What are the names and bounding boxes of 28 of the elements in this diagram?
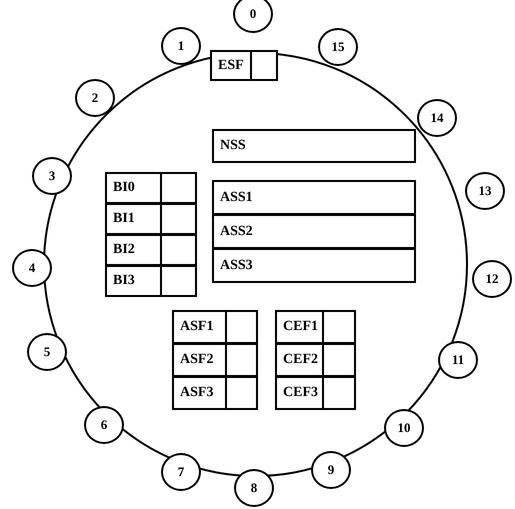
label-cell: CEF1 [275,310,324,344]
label-cell: CEF3 [275,376,324,410]
circle-outline [43,52,468,477]
label-cell: BI1 [105,203,162,235]
label-cell: ASF2 [172,343,227,377]
label-cell: BI3 [105,265,162,297]
label-cell: ASF3 [172,376,227,410]
numbered-circle: 9 [311,451,351,489]
numbered-circle: 0 [233,0,273,33]
label-cell: NSS [212,129,416,163]
numbered-circle: 8 [234,469,274,507]
numbered-circle: 13 [465,172,505,210]
label-cell: BI2 [105,234,162,266]
label-cell: BI0 [105,172,162,204]
numbered-circle: 5 [27,333,67,371]
numbered-circle: 11 [438,341,478,379]
numbered-circle: 1 [161,27,201,65]
label-cell: ASS3 [212,248,416,283]
numbered-circle: 7 [161,453,201,491]
numbered-circle: 15 [318,28,358,66]
numbered-circle: 4 [12,249,52,287]
numbered-circle: 12 [472,260,512,298]
label-cell: ASS1 [212,180,416,215]
label-cell: ASS2 [212,214,416,249]
label-cell: ASF1 [172,310,227,344]
label-cell: CEF2 [275,343,324,377]
numbered-circle: 3 [32,157,72,195]
label-cell: ESF [210,50,252,81]
